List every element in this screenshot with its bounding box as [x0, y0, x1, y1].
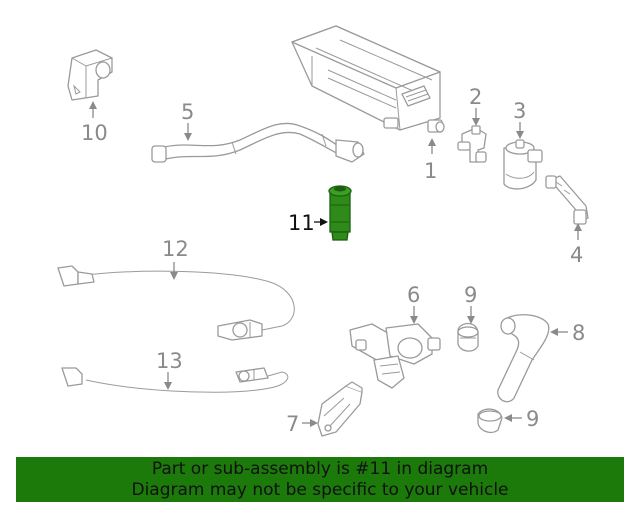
part-8-elbow-hose — [497, 314, 550, 403]
part-12-sensor-harness — [57, 265, 295, 341]
part-11-filter-highlighted — [328, 185, 352, 241]
label-3: 3 — [513, 99, 526, 123]
part-5-hose — [151, 122, 365, 163]
part-3-solenoid — [503, 139, 543, 190]
label-11: 11 — [288, 211, 315, 235]
label-7: 7 — [286, 412, 299, 436]
part-9-clamp-upper — [457, 322, 479, 352]
label-1: 1 — [424, 159, 437, 183]
label-8: 8 — [572, 321, 585, 345]
label-12: 12 — [162, 237, 189, 261]
label-9-upper: 9 — [464, 283, 477, 307]
banner-line-1: Part or sub-assembly is #11 in diagram — [151, 459, 489, 479]
part-9-clamp-lower — [477, 408, 503, 434]
part-7-bracket — [317, 381, 363, 437]
part-6-purge-valve — [349, 323, 441, 389]
part-10-sensor — [67, 49, 113, 101]
label-10: 10 — [81, 121, 108, 145]
label-6: 6 — [407, 283, 420, 307]
label-13: 13 — [156, 349, 183, 373]
label-2: 2 — [469, 85, 482, 109]
label-9-lower: 9 — [526, 407, 539, 431]
part-13-sensor-harness — [61, 367, 289, 393]
part-1-canister — [291, 25, 445, 133]
label-4: 4 — [570, 243, 583, 267]
part-2-valve — [457, 125, 487, 163]
banner-line-2: Diagram may not be specific to your vehi… — [131, 480, 509, 500]
info-banner: Part or sub-assembly is #11 in diagram D… — [16, 457, 624, 502]
label-5: 5 — [181, 100, 194, 124]
part-4-hose — [545, 175, 589, 225]
